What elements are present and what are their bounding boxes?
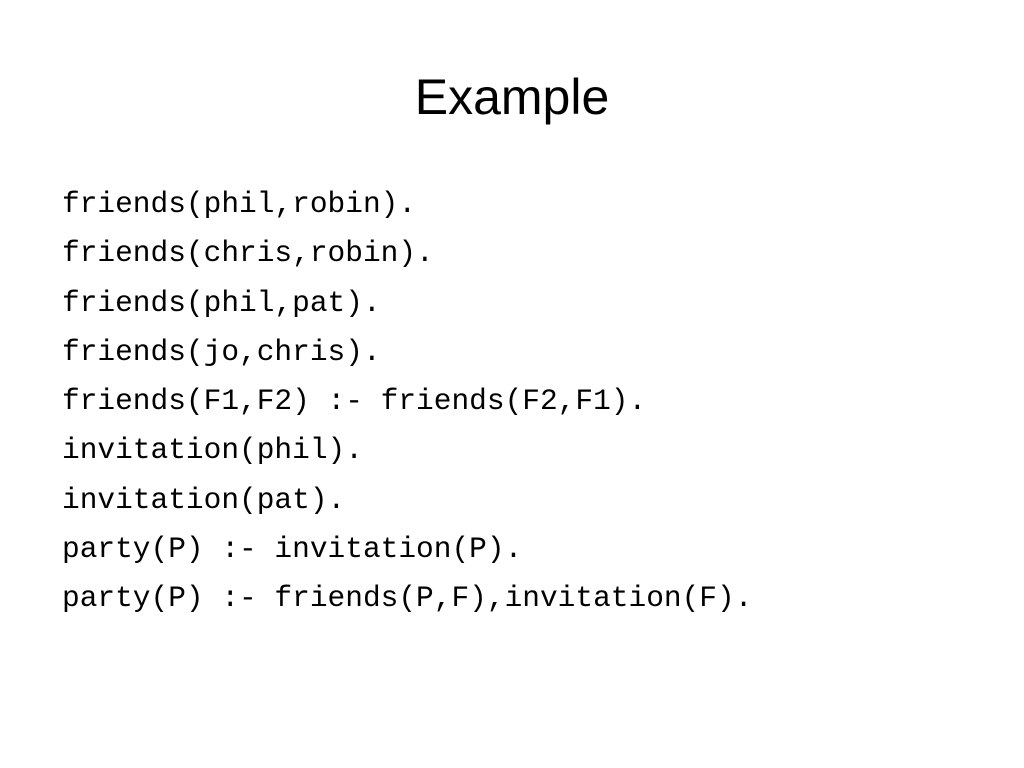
code-line: friends(chris,robin). (62, 236, 434, 271)
code-line: friends(phil,pat). (62, 285, 381, 320)
slide-title: Example (414, 69, 610, 125)
code-line: invitation(pat). (62, 482, 346, 517)
code-line: party(P) :- invitation(P). (62, 532, 523, 567)
code-block: friends(phil,robin). friends(chris,robin… (62, 180, 1002, 624)
code-line: invitation(phil). (62, 433, 363, 468)
code-line: friends(jo,chris). (62, 334, 381, 369)
code-line: friends(F1,F2) :- friends(F2,F1). (62, 384, 647, 419)
code-line: friends(phil,robin). (62, 187, 417, 221)
code-line: party(P) :- friends(P,F),invitation(F). (62, 581, 753, 616)
